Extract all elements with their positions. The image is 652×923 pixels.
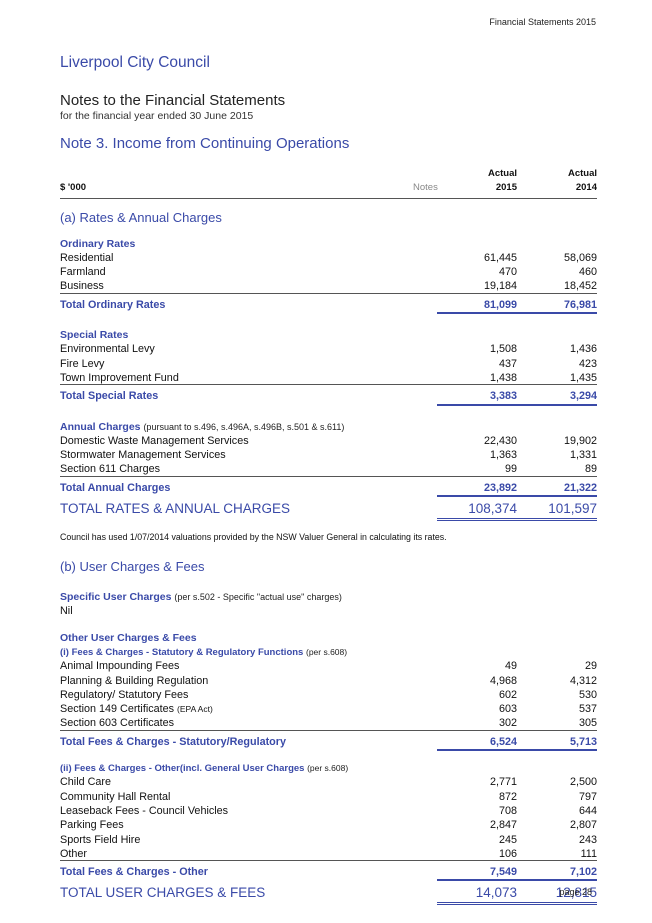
other-fees-heading: (ii) Fees & Charges - Other(incl. Genera…: [60, 763, 349, 775]
table-row: Animal Impounding Fees 49 29: [60, 660, 597, 673]
table-row: Stormwater Management Services 1,363 1,3…: [60, 449, 597, 462]
notes-column-label: Notes: [413, 182, 438, 194]
table-row: Residential 61,445 58,069: [60, 251, 597, 264]
notes-subtitle: for the financial year ended 30 June 201…: [60, 110, 254, 122]
table-row: Farmland 470 460: [60, 266, 597, 279]
header-rule: [60, 197, 597, 199]
special-rates-heading: Special Rates: [60, 329, 129, 342]
other-user-charges-heading: Other User Charges & Fees: [60, 631, 197, 644]
col-actual-2015: Actual: [487, 168, 517, 179]
table-row: Child Care 2,771 2,500: [60, 776, 597, 789]
table-row: Other 106 111: [60, 847, 597, 862]
section-b-title: (b) User Charges & Fees: [60, 559, 205, 575]
annual-charges-heading: Annual Charges (pursuant to s.496, s.496…: [60, 420, 345, 433]
table-row: Leaseback Fees - Council Vehicles 708 64…: [60, 804, 597, 817]
specific-user-charges-heading: Specific User Charges (per s.502 - Speci…: [60, 591, 342, 604]
table-row: Section 149 Certificates (EPA Act) 603 5…: [60, 703, 597, 716]
table-row: Domestic Waste Management Services 22,43…: [60, 434, 597, 447]
col-year-2015: 2015: [495, 182, 517, 194]
notes-title: Notes to the Financial Statements: [60, 92, 286, 109]
ordinary-rates-heading: Ordinary Rates: [60, 237, 136, 250]
total-special-rates-row: Total Special Rates 3,383 3,294: [60, 389, 597, 406]
table-row: Section 611 Charges 99 89: [60, 463, 597, 477]
total-ordinary-rates-row: Total Ordinary Rates 81,099 76,981: [60, 298, 597, 315]
income-table: Actual Actual $ '000 Notes 2015 2014 (a)…: [60, 167, 597, 906]
total-other-fees-row: Total Fees & Charges - Other 7,549 7,102: [60, 865, 597, 882]
table-row: Fire Levy 437 423: [60, 357, 597, 370]
valuation-footnote: Council has used 1/07/2014 valuations pr…: [60, 532, 447, 543]
note-heading: Note 3. Income from Continuing Operation…: [60, 135, 350, 152]
table-row: Town Improvement Fund 1,438 1,435: [60, 371, 597, 386]
col-actual-2014: Actual: [567, 168, 597, 179]
table-row: Planning & Building Regulation 4,968 4,3…: [60, 674, 597, 687]
council-name: Liverpool City Council: [60, 54, 210, 71]
total-annual-charges-row: Total Annual Charges 23,892 21,322: [60, 481, 597, 498]
col-year-2014: 2014: [575, 182, 597, 194]
table-row: Environmental Levy 1,508 1,436: [60, 343, 597, 356]
currency-label: $ '000: [60, 182, 87, 194]
running-header: Financial Statements 2015: [489, 17, 596, 27]
table-row: Parking Fees 2,847 2,807: [60, 819, 597, 832]
statutory-fees-heading: (i) Fees & Charges - Statutory & Regulat…: [60, 646, 348, 658]
specific-user-charges-value: Nil: [60, 605, 73, 618]
table-row: Regulatory/ Statutory Fees 602 530: [60, 688, 597, 701]
table-row: Sports Field Hire 245 243: [60, 833, 597, 846]
total-user-charges-fees-row: TOTAL USER CHARGES & FEES 14,073 12,815: [60, 883, 597, 906]
table-row: Community Hall Rental 872 797: [60, 790, 597, 803]
section-a-title: (a) Rates & Annual Charges: [60, 209, 222, 225]
column-header-row-2: $ '000 Notes 2015 2014: [60, 181, 597, 195]
table-row: Section 603 Certificates 302 305: [60, 717, 597, 731]
page-number: page 28: [559, 887, 592, 897]
total-rates-annual-charges-row: TOTAL RATES & ANNUAL CHARGES 108,374 101…: [60, 499, 597, 522]
total-statutory-fees-row: Total Fees & Charges - Statutory/Regulat…: [60, 735, 597, 752]
table-row: Business 19,184 18,452: [60, 280, 597, 294]
column-header-row-1: Actual Actual: [60, 167, 597, 181]
